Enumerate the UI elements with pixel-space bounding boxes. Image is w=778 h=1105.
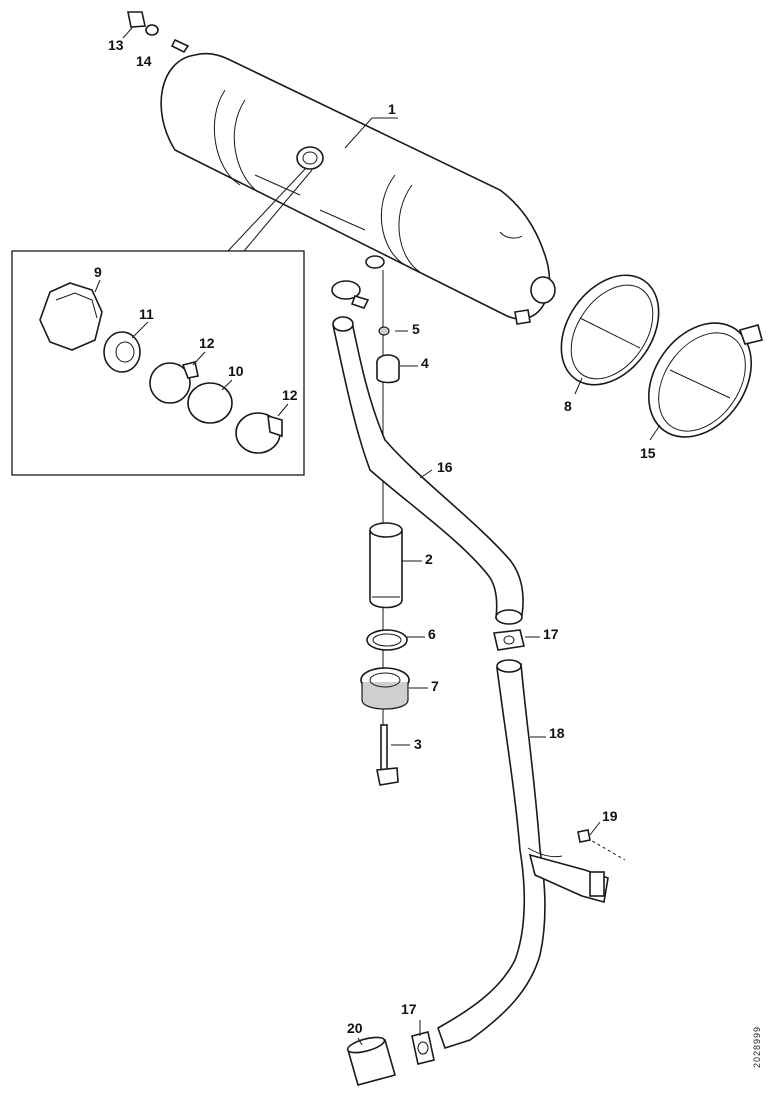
hose-16 bbox=[332, 316, 524, 625]
callout-10: 10 bbox=[228, 363, 244, 379]
ring-6 bbox=[366, 629, 408, 651]
pickup-3 bbox=[376, 724, 399, 786]
callout-7: 7 bbox=[431, 678, 439, 694]
strap-8 bbox=[560, 274, 660, 386]
connector-17-upper bbox=[493, 629, 525, 651]
callout-8: 8 bbox=[564, 398, 572, 414]
callout-9: 9 bbox=[94, 264, 102, 280]
tank bbox=[127, 11, 556, 325]
callout-19: 19 bbox=[602, 808, 618, 824]
callout-2: 2 bbox=[425, 551, 433, 567]
callout-17-upper: 17 bbox=[543, 626, 559, 642]
callout-5: 5 bbox=[412, 321, 420, 337]
document-id: 2028999 bbox=[752, 1025, 762, 1068]
filter-20 bbox=[346, 1036, 396, 1086]
bracket-19 bbox=[528, 829, 626, 904]
washer-5 bbox=[378, 326, 390, 336]
strap-15 bbox=[647, 322, 763, 438]
hose-clamp bbox=[331, 280, 370, 309]
callout-12a: 12 bbox=[199, 335, 215, 351]
nut-4 bbox=[376, 354, 400, 384]
callout-20: 20 bbox=[347, 1020, 363, 1036]
callout-4: 4 bbox=[421, 355, 429, 371]
leader-lines bbox=[94, 27, 661, 1046]
hose-18 bbox=[437, 659, 563, 1049]
callout-3: 3 bbox=[414, 736, 422, 752]
callout-6: 6 bbox=[428, 626, 436, 642]
nut-7 bbox=[360, 667, 410, 710]
callout-14: 14 bbox=[136, 53, 152, 69]
inset-detail bbox=[11, 167, 313, 476]
callout-16: 16 bbox=[437, 459, 453, 475]
callout-15: 15 bbox=[640, 445, 656, 461]
callout-18: 18 bbox=[549, 725, 565, 741]
callout-1: 1 bbox=[388, 101, 396, 117]
tube-2 bbox=[369, 522, 403, 609]
callout-13: 13 bbox=[108, 37, 124, 53]
callout-12b: 12 bbox=[282, 387, 298, 403]
connector-17-lower bbox=[411, 1031, 435, 1065]
callout-17-lower: 17 bbox=[401, 1001, 417, 1017]
callout-11: 11 bbox=[139, 306, 154, 322]
